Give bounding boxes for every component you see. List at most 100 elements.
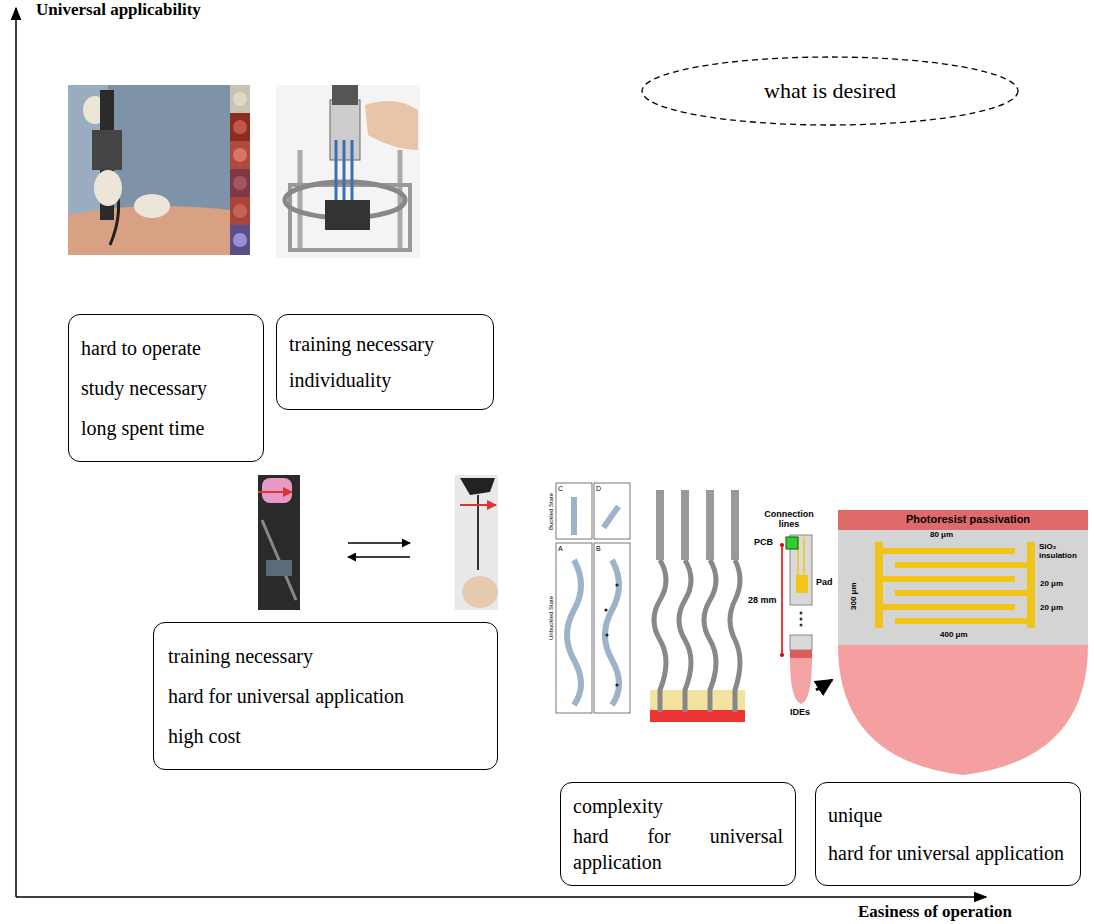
catheter-figure-part	[605, 560, 619, 705]
catheter-figure-part	[650, 710, 745, 722]
simulator-photo-part	[266, 560, 292, 576]
drawback-box: training necessaryhard for universal app…	[153, 622, 498, 770]
drawback-text: study necessary	[81, 375, 251, 401]
jig-photo-part	[298, 150, 303, 250]
drawback-text: individuality	[289, 367, 481, 393]
drawback-text: hard for universal application	[828, 840, 1068, 866]
catheter-figure-part	[706, 490, 714, 560]
catheter-figure-part	[601, 505, 621, 530]
catheter-figure-part	[679, 560, 691, 712]
phantom-photo-part	[462, 576, 498, 608]
part-label: Connection lines	[760, 510, 818, 530]
simulator-photo-part	[258, 475, 300, 610]
layer-label: SiO₂ insulation	[1039, 543, 1087, 561]
drawback-text: training necessary	[168, 643, 483, 669]
dimension-label: 20 μm	[1040, 604, 1063, 613]
panel-letter: B	[596, 545, 601, 553]
surgery-photo-part	[233, 148, 247, 162]
dimension-label: 400 μm	[940, 631, 968, 640]
simulator-photo	[258, 475, 300, 610]
simulator-photo-part	[262, 478, 292, 503]
sensor-figure-part	[800, 624, 803, 627]
sensor-figure-part	[875, 576, 1015, 582]
sensor-figure-part	[875, 548, 1015, 554]
drawback-text: hard for universal application	[573, 823, 783, 875]
sensor-figure-part	[790, 650, 812, 658]
part-label: Pad	[816, 578, 833, 588]
catheter-figure-part	[650, 690, 745, 710]
sensor-figure	[780, 510, 1088, 775]
jig-photo-part	[398, 150, 403, 250]
jig-photo-part	[325, 200, 370, 230]
exchange-arrows	[348, 543, 410, 557]
state-label: Unbuckled State	[548, 596, 555, 640]
surgery-photo-part	[233, 92, 247, 106]
surgery-photo-part	[230, 85, 250, 113]
drawback-box: hard to operatestudy necessarylong spent…	[68, 314, 264, 462]
catheter-figure-part	[731, 490, 739, 560]
jig-photo	[276, 85, 420, 258]
catheter-figure-part	[704, 560, 716, 712]
phantom-photo-part	[455, 475, 498, 610]
dimension-label: 20 μm	[1040, 580, 1063, 589]
sensor-figure-part	[875, 604, 1015, 610]
panel-letter: C	[558, 485, 563, 493]
state-label: Buckled State	[548, 493, 555, 530]
sensor-figure-part	[786, 537, 798, 549]
surgery-photo-part	[94, 170, 122, 206]
surgery-photo-part	[233, 120, 247, 134]
sensor-figure-part	[895, 618, 1035, 624]
drawback-text: high cost	[168, 723, 483, 749]
part-label: IDEs	[790, 708, 810, 718]
sensor-figure-part	[796, 575, 808, 593]
catheter-figure-part	[594, 543, 630, 713]
surgery-photo	[68, 85, 250, 255]
sensor-figure-part	[875, 542, 883, 628]
catheter-figure-part	[615, 583, 618, 586]
catheter-figure-part	[654, 560, 666, 712]
sensor-figure-part	[781, 545, 783, 655]
sensor-figure-part	[780, 653, 784, 657]
exchange-arrows-part	[348, 556, 410, 558]
catheter-figure-part	[567, 560, 581, 705]
drawback-text: long spent time	[81, 415, 251, 441]
sensor-figure-part	[790, 658, 812, 704]
sensor-figure-part	[838, 510, 1088, 530]
catheter-figure-part	[556, 483, 592, 539]
axes-part	[16, 896, 986, 898]
surgery-photo-part	[230, 141, 250, 169]
surgery-photo-part	[230, 197, 250, 225]
jig-photo-part	[276, 85, 420, 258]
surgery-photo-part	[230, 225, 250, 255]
drawback-text: complexity	[573, 793, 783, 819]
ellipse-outline	[642, 57, 1018, 125]
jig-photo-part	[290, 185, 410, 250]
panel-letter: D	[596, 485, 601, 493]
catheter-figure-part	[730, 560, 740, 712]
surgery-photo-part	[68, 85, 230, 255]
sensor-figure-part	[1027, 542, 1035, 628]
dimension-label: 80 μm	[930, 531, 953, 540]
axes	[16, 8, 986, 897]
panel-letter: A	[558, 545, 563, 553]
drawback-box: complexity hard for universal application	[560, 782, 796, 886]
surgery-photo-part	[230, 113, 250, 141]
exchange-arrows-part	[348, 542, 410, 544]
phantom-photo-part	[460, 478, 495, 495]
sensor-figure-part	[895, 590, 1035, 596]
sensor-figure-part	[790, 635, 812, 650]
catheter-figure-part	[556, 543, 592, 713]
axis-title: Easiness of operation	[858, 903, 1012, 922]
drawback-box: training necessaryindividuality	[276, 314, 494, 410]
phantom-photo-part	[477, 495, 479, 570]
dimension-label: 300 μm	[850, 582, 859, 610]
catheter-figure-part	[571, 497, 577, 535]
catheter-figure-part	[615, 683, 618, 686]
surgery-photo-part	[233, 176, 247, 190]
catheter-figure-part	[604, 608, 607, 611]
simulator-photo-part	[258, 491, 292, 493]
phantom-photo-part	[460, 504, 496, 506]
axes-part	[15, 8, 17, 897]
surgery-photo-part	[230, 169, 250, 197]
